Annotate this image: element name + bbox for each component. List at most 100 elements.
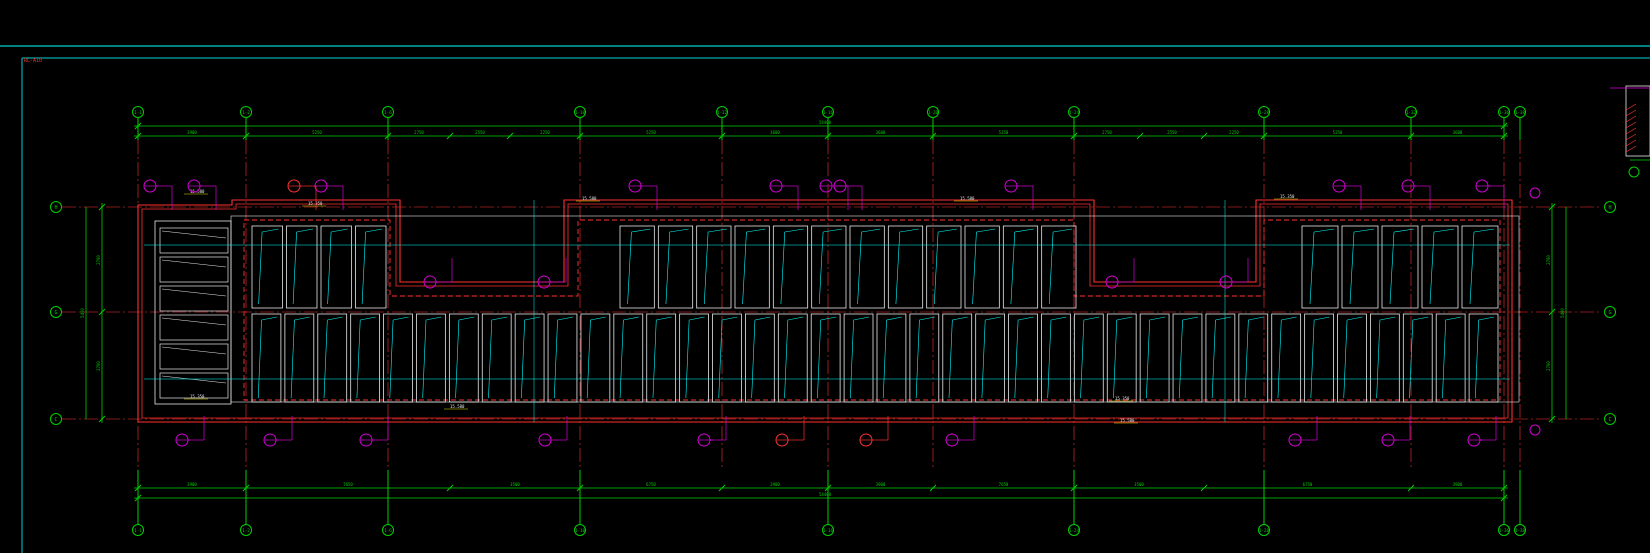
cell-lower	[481, 313, 512, 403]
cell-lower	[1238, 313, 1269, 403]
cell-upper-middle-leaf	[742, 231, 747, 305]
cell-upper-right	[1341, 225, 1379, 309]
axis-label-top: 1-20	[928, 110, 939, 115]
dim-bottom-total: 54400	[819, 492, 832, 497]
section-hatch	[1625, 103, 1637, 111]
cell-lower	[975, 313, 1005, 403]
dim-top-tick	[824, 132, 832, 140]
cell-lower	[383, 313, 413, 403]
axis-label-bottom: 1-10	[575, 528, 586, 533]
cell-lower	[712, 313, 742, 403]
cell-upper-middle	[964, 225, 1000, 309]
row-label-right: G	[1608, 310, 1611, 316]
dim-bottom-total-tick	[1500, 494, 1508, 502]
cell-lower-leaf-top	[261, 316, 277, 321]
axis-bubble-top	[1514, 106, 1526, 118]
elevation-label: 15.350	[308, 201, 323, 206]
cell-lower-leaf-top	[1281, 316, 1297, 321]
dim-bottom-label: 3900	[187, 482, 197, 487]
dim-top-total: 54400	[819, 120, 832, 125]
cell-upper-middle-leaf	[1048, 231, 1054, 305]
cell-upper-middle-leaf	[1010, 231, 1016, 305]
cell-lower	[1106, 313, 1137, 403]
cell-lower-leaf	[718, 319, 723, 399]
elevation-label: 15.350	[1115, 396, 1130, 401]
cell-lower-leaf	[1113, 319, 1118, 399]
stair-diagonal	[161, 375, 227, 384]
cell-upper-middle-leaf-top	[1014, 228, 1034, 233]
cell-lower-leaf	[652, 319, 657, 399]
section-hatch	[1625, 133, 1637, 141]
dim-bottom-total-tick	[134, 494, 142, 502]
cell-upper-middle-leaf	[857, 231, 862, 305]
stair-diagonal	[161, 230, 227, 239]
dim-left-label: 2700	[96, 361, 101, 371]
axis-bubble-bottom	[574, 524, 586, 536]
cell-lower-leaf	[389, 319, 394, 399]
cell-upper-right	[1421, 225, 1459, 309]
cell-lower	[1271, 313, 1302, 403]
cell-lower-leaf-top	[590, 316, 606, 321]
dim-bottom-label: 6750	[646, 482, 656, 487]
cell-lower-leaf-top	[1116, 316, 1133, 321]
dim-top-tick	[134, 132, 142, 140]
cell-lower-leaf-top	[623, 316, 639, 321]
cell-lower-leaf	[784, 319, 789, 399]
cell-lower	[448, 313, 479, 403]
cell-upper-right	[1301, 225, 1339, 309]
axis-bubble-bottom	[1258, 524, 1270, 536]
cell-upper-right-leaf-top	[1313, 228, 1335, 233]
axis-label-top: 1-10	[575, 110, 586, 115]
cell-lower	[745, 313, 775, 403]
cell-upper-right-leaf	[1429, 231, 1435, 305]
cell-upper-middle-leaf-top	[746, 228, 766, 233]
dim-bottom-label: 3900	[1453, 482, 1463, 487]
cell-upper-middle-leaf	[627, 231, 632, 305]
row-bubble-left	[50, 201, 62, 213]
dim-bottom-tick	[134, 484, 142, 492]
cell-lower-leaf	[751, 319, 756, 399]
cell-upper-middle-leaf	[972, 231, 977, 305]
cell-upper-middle	[887, 225, 924, 309]
cell-lower	[777, 313, 808, 403]
dim-left-total: 5400	[80, 308, 85, 318]
cell-upper-middle-leaf	[665, 231, 671, 305]
cell-lower	[942, 313, 973, 403]
dim-bottom-label: 7650	[343, 482, 353, 487]
axis-label-bottom: 1-2	[242, 528, 250, 533]
dim-bottom-tick	[718, 484, 726, 492]
cell-lower-leaf-top	[1412, 316, 1429, 321]
cell-upper-right-leaf-top	[1393, 228, 1415, 233]
axis-label-bottom: 1-36	[1499, 528, 1510, 533]
dim-top-tick	[1200, 132, 1208, 140]
corner-tag-top	[1529, 187, 1541, 199]
dim-right-total: 5400	[1560, 308, 1565, 318]
cell-lower-leaf	[1178, 319, 1183, 399]
stair-diagonal	[161, 288, 227, 297]
cell-upper-middle-leaf	[895, 231, 901, 305]
cell-lower-leaf-top	[1083, 316, 1100, 321]
cell-lower-leaf	[915, 319, 920, 399]
dim-top-label: 5250	[1333, 130, 1343, 135]
axis-bubble-top	[716, 106, 728, 118]
cell-upper-middle	[696, 225, 732, 309]
cell-lower	[646, 313, 677, 403]
axis-label-top: 1-1	[134, 110, 142, 115]
cell-upper-middle	[734, 225, 770, 309]
cell-lower	[1370, 313, 1400, 403]
axis-label-bottom: 1-28	[1259, 528, 1270, 533]
axis-bubble-bottom	[822, 524, 834, 536]
dim-bottom-label: 7650	[999, 482, 1009, 487]
cell-lower	[1139, 313, 1170, 403]
elevation-label: 15.580	[450, 404, 465, 409]
cell-lower	[613, 313, 644, 403]
stair-flight	[159, 372, 229, 399]
dim-bottom-label: 6750	[1303, 482, 1313, 487]
cell-lower-leaf	[1475, 319, 1479, 399]
axis-bubble-top	[1405, 106, 1417, 118]
cell-lower	[284, 313, 315, 403]
cell-lower	[416, 313, 446, 403]
elevation-label: 15.350	[190, 394, 205, 399]
